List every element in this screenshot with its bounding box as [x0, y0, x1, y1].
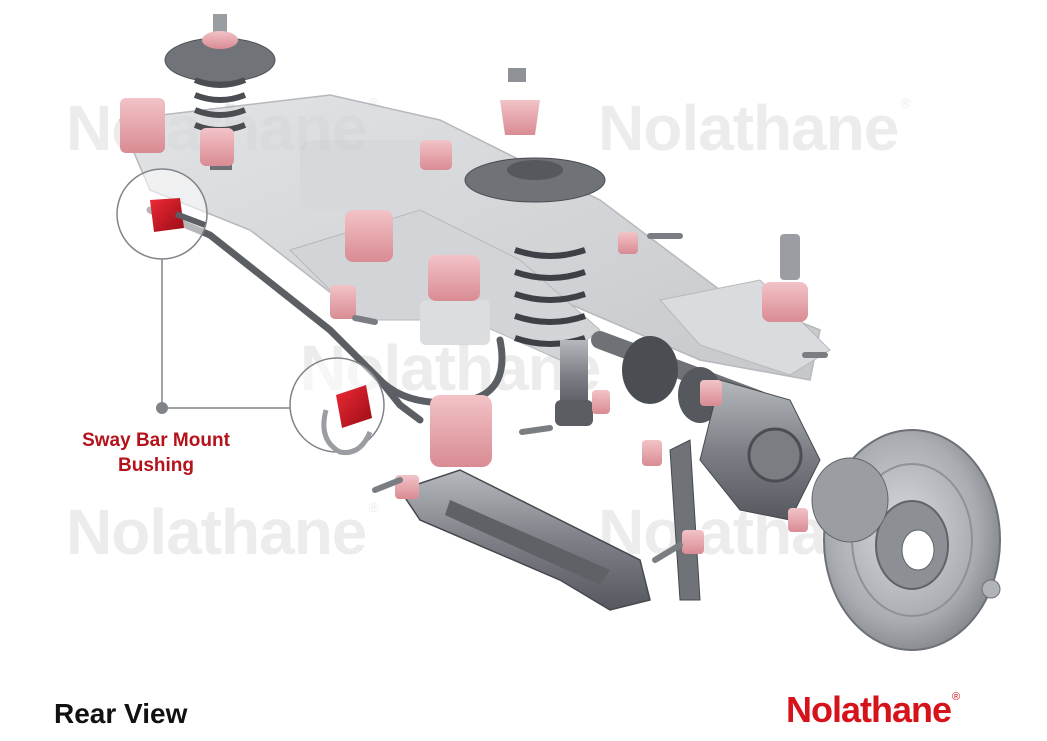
bushing: [762, 282, 808, 322]
view-title: Rear View: [54, 698, 188, 729]
watermark: Nolathane®: [598, 92, 911, 164]
bushing: [120, 98, 165, 153]
bushing: [430, 395, 492, 467]
bushing: [642, 440, 662, 466]
right-strut-assembly: [464, 68, 606, 426]
brand-logo: Nolathane®: [786, 689, 960, 730]
left-strut-assembly: [164, 14, 276, 170]
bushing: [788, 508, 808, 532]
bushing: [420, 140, 452, 170]
bushing: [618, 232, 638, 254]
sway-bar-mount-bushing: [150, 198, 184, 232]
bushing: [592, 390, 610, 414]
leader-dot: [156, 402, 168, 414]
bushing: [330, 285, 356, 319]
callout-label-line2: Bushing: [118, 455, 194, 476]
bushing: [682, 530, 704, 554]
brake-disc: [811, 429, 1001, 651]
hub-knuckle: [669, 379, 821, 601]
callout-upper: [116, 168, 208, 260]
sleeve: [780, 234, 800, 280]
bushing: [700, 380, 722, 406]
bushing: [428, 255, 480, 301]
bolt-set: [352, 233, 828, 563]
leader-line: [161, 259, 290, 409]
sway-bar-mount-bushing: [336, 385, 372, 428]
bushing-set: [120, 98, 808, 554]
lower-control-arm: [398, 469, 651, 611]
callout-label: Sway Bar Mount Bushing: [60, 428, 252, 478]
watermark: Nolathane®: [66, 496, 379, 568]
callout-lower: [289, 357, 385, 456]
bushing: [345, 210, 393, 262]
callout-label-line1: Sway Bar Mount: [82, 430, 230, 451]
bushing: [200, 128, 234, 166]
